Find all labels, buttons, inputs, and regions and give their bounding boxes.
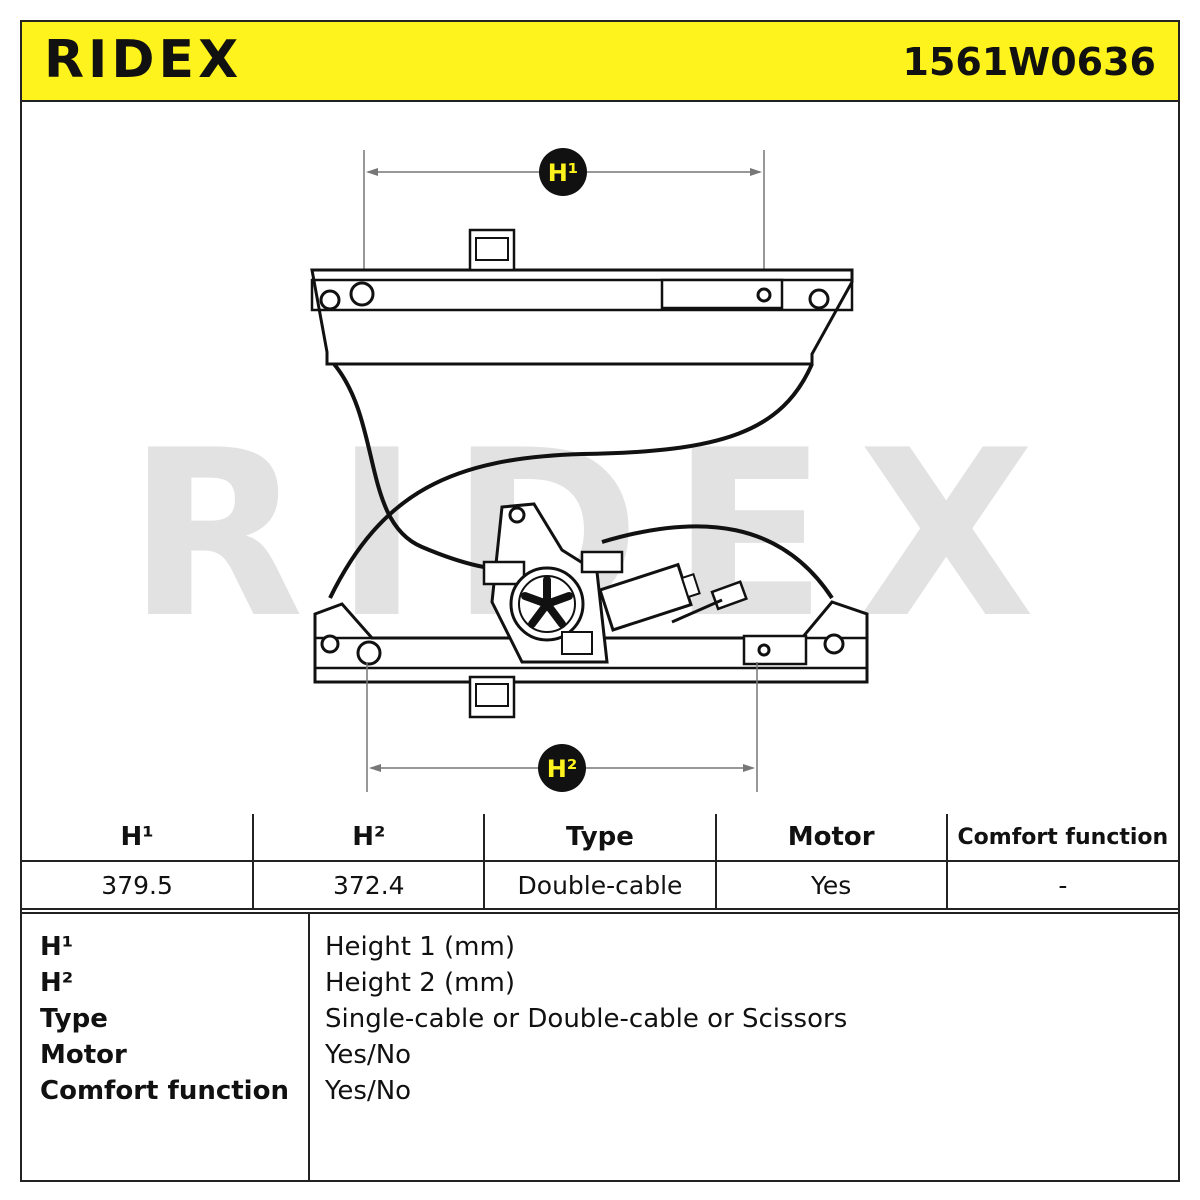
specs-value-h2: 372.4 [252,860,486,910]
brand-logo: RIDEX [44,30,243,90]
legend-row: Motor Yes/No [22,1040,1178,1076]
specs-header-h2: H² [252,814,486,862]
specs-header-row: H¹ H² Type Motor Comfort function [22,814,1178,862]
specs-header-h1: H¹ [22,814,255,862]
window-regulator-diagram: RIDEX H¹ [22,102,1178,814]
legend-row: H¹ Height 1 (mm) [22,932,1178,968]
legend: H¹ Height 1 (mm) H² Height 2 (mm) Type S… [22,912,1178,1182]
specs-value-row: 379.5 372.4 Double-cable Yes - [22,860,1178,910]
part-number: 1561W0636 [902,40,1156,84]
specs-value-comfort: - [945,860,1178,910]
legend-term: Comfort function [40,1076,289,1106]
legend-row: Comfort function Yes/No [22,1076,1178,1112]
h2-badge: H² [547,755,578,783]
specs-value-motor: Yes [714,860,948,910]
specs-value-h1: 379.5 [22,860,255,910]
legend-row: H² Height 2 (mm) [22,968,1178,1004]
legend-row: Type Single-cable or Double-cable or Sci… [22,1004,1178,1040]
specs-value-type: Double-cable [483,860,717,910]
specs-header-comfort: Comfort function [945,814,1178,862]
h1-dimension: H¹ [363,148,765,298]
gear-spokes [521,576,573,628]
product-sheet: RIDEX 1561W0636 RIDEX H¹ [20,20,1180,1182]
legend-term: Motor [40,1040,127,1070]
legend-definition: Yes/No [325,1076,412,1106]
motor-assembly [482,502,748,664]
h2-dimension: H² [366,662,758,792]
legend-definition: Height 2 (mm) [325,968,515,998]
legend-term: Type [40,1004,108,1034]
legend-term: H¹ [40,932,74,962]
legend-definition: Yes/No [325,1040,412,1070]
h1-badge: H¹ [548,159,579,187]
legend-definition: Single-cable or Double-cable or Scissors [325,1004,848,1034]
legend-divider [308,914,310,1182]
header-bar: RIDEX 1561W0636 [22,22,1178,102]
regulator-drawing: H¹ [310,148,869,792]
legend-definition: Height 1 (mm) [325,932,515,962]
specs-header-motor: Motor [714,814,948,862]
top-rail [310,228,854,366]
legend-term: H² [40,968,74,998]
specs-header-type: Type [483,814,717,862]
specs-table: H¹ H² Type Motor Comfort function 379.5 … [22,814,1178,910]
